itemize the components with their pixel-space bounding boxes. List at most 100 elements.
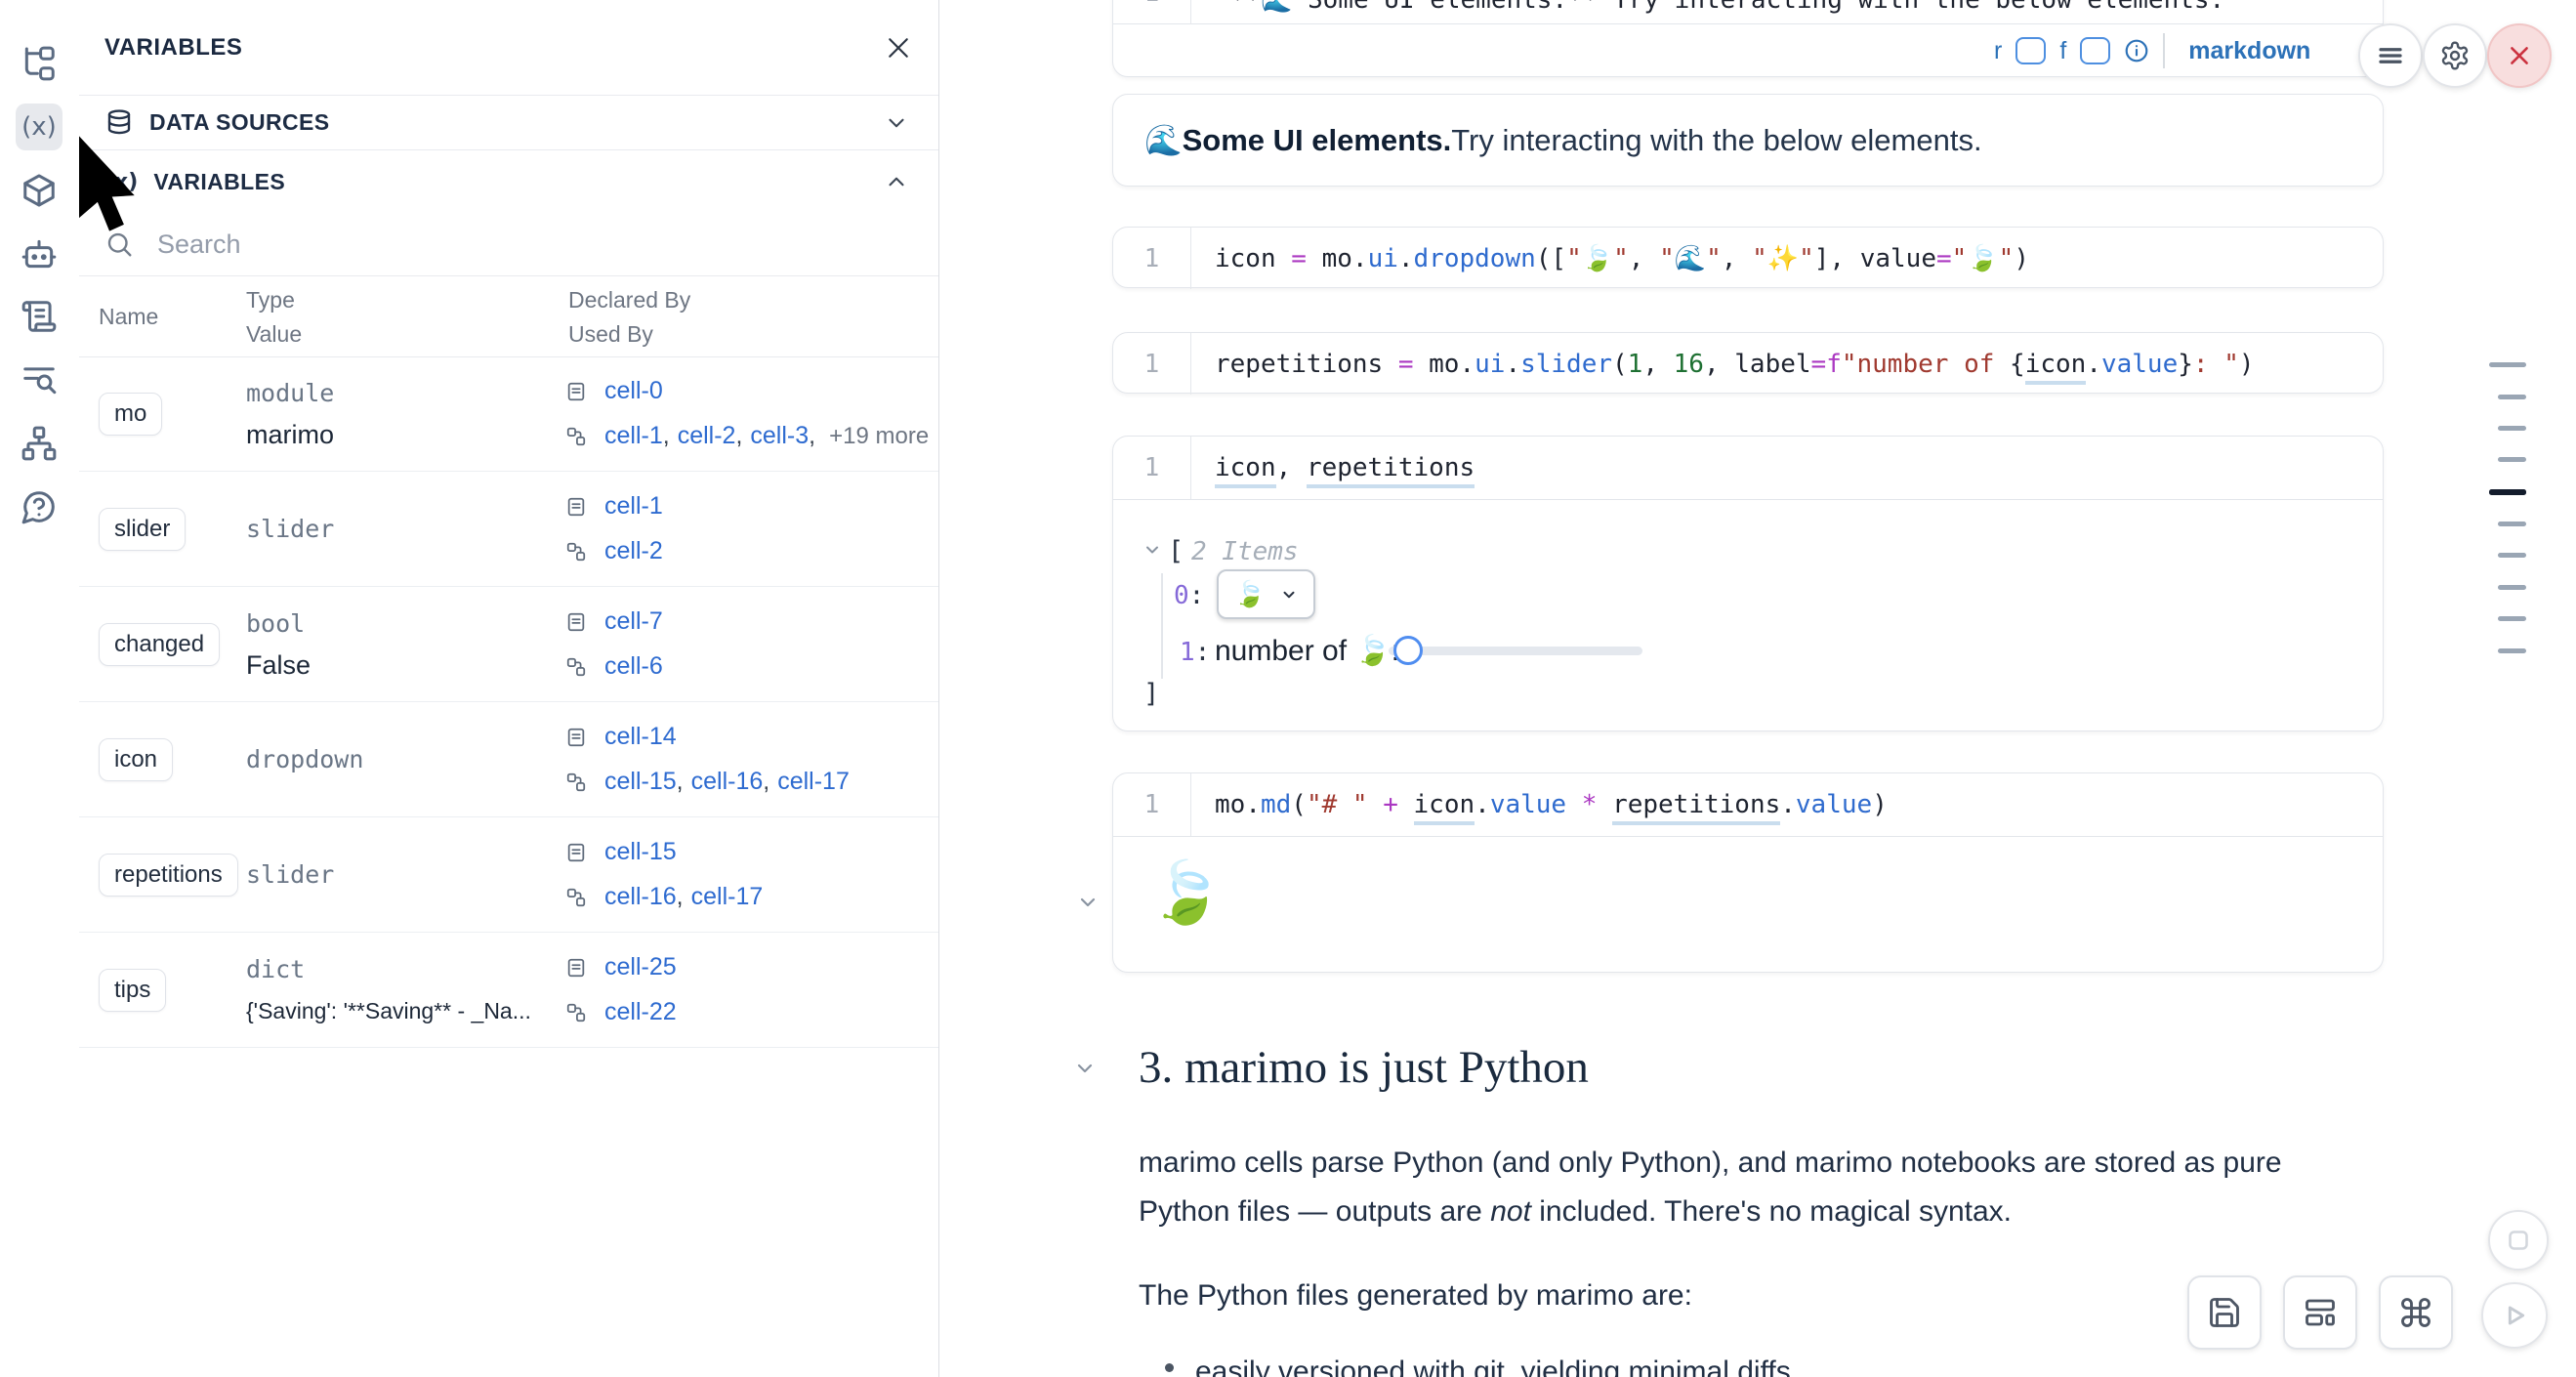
code-line[interactable]: icon = mo.ui.dropdown(["🍃", "🌊", "✨"], v… <box>1215 243 2029 273</box>
cell-dropdown-code[interactable]: 1 icon = mo.ui.dropdown(["🍃", "🌊", "✨"],… <box>1112 227 2384 289</box>
col-used: Used By <box>568 321 653 347</box>
cell-link[interactable]: cell-17 <box>777 768 850 795</box>
cell-link[interactable]: cell-0 <box>604 377 663 404</box>
cell-link[interactable]: cell-25 <box>604 953 677 981</box>
slider-thumb[interactable] <box>1393 636 1423 665</box>
shortcuts-button[interactable] <box>2379 1275 2453 1350</box>
cell-link[interactable]: cell-16 <box>690 768 764 795</box>
item-0-index: 0: <box>1174 581 1205 610</box>
stop-square-icon <box>2502 1224 2535 1257</box>
sidebar-item-logs[interactable] <box>16 356 62 403</box>
cell-link[interactable]: cell-2 <box>677 422 736 449</box>
code-line[interactable]: icon, repetitions <box>1215 453 1475 488</box>
chevron-down-icon[interactable] <box>884 110 909 136</box>
variable-badge[interactable]: icon <box>99 737 174 781</box>
cell-link[interactable]: cell-17 <box>690 883 764 910</box>
variable-badge[interactable]: repetitions <box>99 853 238 897</box>
scratchpad-icon <box>21 298 58 335</box>
cell-link[interactable]: cell-1 <box>604 492 663 520</box>
cell-md-expression[interactable]: 1 mo.md("# " + icon.value * repetitions.… <box>1112 772 2384 973</box>
cell-link[interactable]: cell-14 <box>604 723 677 750</box>
usage-icon <box>565 426 587 447</box>
minimap-mark[interactable] <box>2498 457 2526 462</box>
collapse-chevron-icon[interactable] <box>1143 540 1162 560</box>
section-data-sources[interactable]: DATA SOURCES <box>79 96 938 150</box>
variables-icon: (x) <box>21 112 57 142</box>
col-declared: Declared By <box>568 287 691 313</box>
cell-link[interactable]: cell-15 <box>604 768 677 795</box>
minimap-mark[interactable] <box>2489 362 2526 367</box>
minimap-mark[interactable] <box>2498 395 2526 399</box>
info-icon[interactable] <box>2124 38 2149 63</box>
save-icon <box>2207 1295 2242 1330</box>
shutdown-button[interactable] <box>2487 23 2552 88</box>
tree-icon <box>21 45 58 82</box>
f-toggle[interactable] <box>2080 37 2111 64</box>
variables-section-label: VARIABLES <box>153 168 286 194</box>
minimap-mark[interactable] <box>2498 616 2526 621</box>
code-line[interactable]: repetitions = mo.ui.slider(1, 16, label=… <box>1215 349 2255 385</box>
variable-badge[interactable]: mo <box>99 392 163 436</box>
cell-markdown-output[interactable]: 🌊 Some UI elements. Try interacting with… <box>1112 94 2384 187</box>
search-input[interactable] <box>155 228 569 261</box>
r-toggle[interactable] <box>2015 37 2047 64</box>
mouse-cursor <box>79 136 135 231</box>
usage-icon <box>565 1002 587 1023</box>
cell-icon <box>565 842 587 863</box>
section-collapse-chevron-icon[interactable] <box>1073 1057 1097 1080</box>
menu-button[interactable] <box>2358 23 2423 88</box>
variable-badge[interactable]: slider <box>99 507 187 551</box>
sidebar-item-tree[interactable] <box>16 40 62 87</box>
cell-icon <box>565 381 587 402</box>
minimap-mark[interactable] <box>2498 426 2526 431</box>
cell-link[interactable]: cell-15 <box>604 838 677 865</box>
cell-link[interactable]: cell-2 <box>604 537 663 564</box>
language-label[interactable]: markdown <box>2188 36 2311 64</box>
minimap-mark[interactable] <box>2498 522 2526 526</box>
variable-type: dict <box>246 954 306 983</box>
code-line[interactable]: mo.md("# " + icon.value * repetitions.va… <box>1215 790 1888 825</box>
cell-markdown-source[interactable]: 1 "**🌊 Some UI elements.** Try interacti… <box>1112 0 2384 77</box>
sidebar-item-ai[interactable] <box>16 230 62 277</box>
sidebar-item-help[interactable] <box>16 483 62 530</box>
sidebar-item-dependencies[interactable] <box>16 420 62 467</box>
variable-badge[interactable]: tips <box>99 968 167 1012</box>
cell-link[interactable]: cell-22 <box>604 998 677 1025</box>
cell-link[interactable]: cell-7 <box>604 607 663 635</box>
col-type: Type <box>246 287 295 313</box>
slider-track[interactable] <box>1389 647 1642 655</box>
cell-link[interactable]: cell-6 <box>604 652 663 680</box>
dropdown-select[interactable]: 🍃 <box>1217 569 1315 619</box>
variable-badge[interactable]: changed <box>99 622 221 666</box>
save-button[interactable] <box>2187 1275 2262 1350</box>
layout-button[interactable] <box>2283 1275 2357 1350</box>
variable-value: {'Saving': '**Saving** - _Na... <box>246 997 531 1023</box>
layout-icon <box>2303 1295 2338 1330</box>
cell-collapse-chevron-icon[interactable] <box>1076 891 1100 914</box>
run-button[interactable] <box>2481 1282 2548 1349</box>
sidebar-item-packages[interactable] <box>16 167 62 214</box>
close-icon[interactable] <box>884 33 913 63</box>
cell-expression[interactable]: 1 icon, repetitions [ 2 Items 0: 🍃 1: nu… <box>1112 436 2384 731</box>
sidebar-item-scratchpad[interactable] <box>16 293 62 340</box>
cell-slider-code[interactable]: 1 repetitions = mo.ui.slider(1, 16, labe… <box>1112 332 2384 395</box>
code-line[interactable]: "**🌊 Some UI elements.** Try interacting… <box>1215 0 2240 15</box>
cell-link[interactable]: cell-1 <box>604 422 663 449</box>
section-variables[interactable]: (x) VARIABLES <box>79 150 938 213</box>
cell-link[interactable]: cell-16 <box>604 883 677 910</box>
col-name: Name <box>99 304 159 329</box>
search-icon <box>104 230 134 259</box>
chevron-up-icon[interactable] <box>884 169 909 194</box>
minimap-mark[interactable] <box>2489 489 2526 495</box>
minimap-mark[interactable] <box>2498 553 2526 558</box>
frame-button[interactable] <box>2488 1210 2549 1271</box>
more-cells-label[interactable]: +19 more <box>829 422 930 449</box>
cell-link[interactable]: cell-3 <box>750 422 810 449</box>
minimap-mark[interactable] <box>2498 648 2526 653</box>
minimap-mark[interactable] <box>2498 585 2526 590</box>
sidebar-item-variables[interactable]: (x) <box>16 104 62 150</box>
settings-button[interactable] <box>2423 23 2487 88</box>
bracket-close: ] <box>1143 679 1160 709</box>
